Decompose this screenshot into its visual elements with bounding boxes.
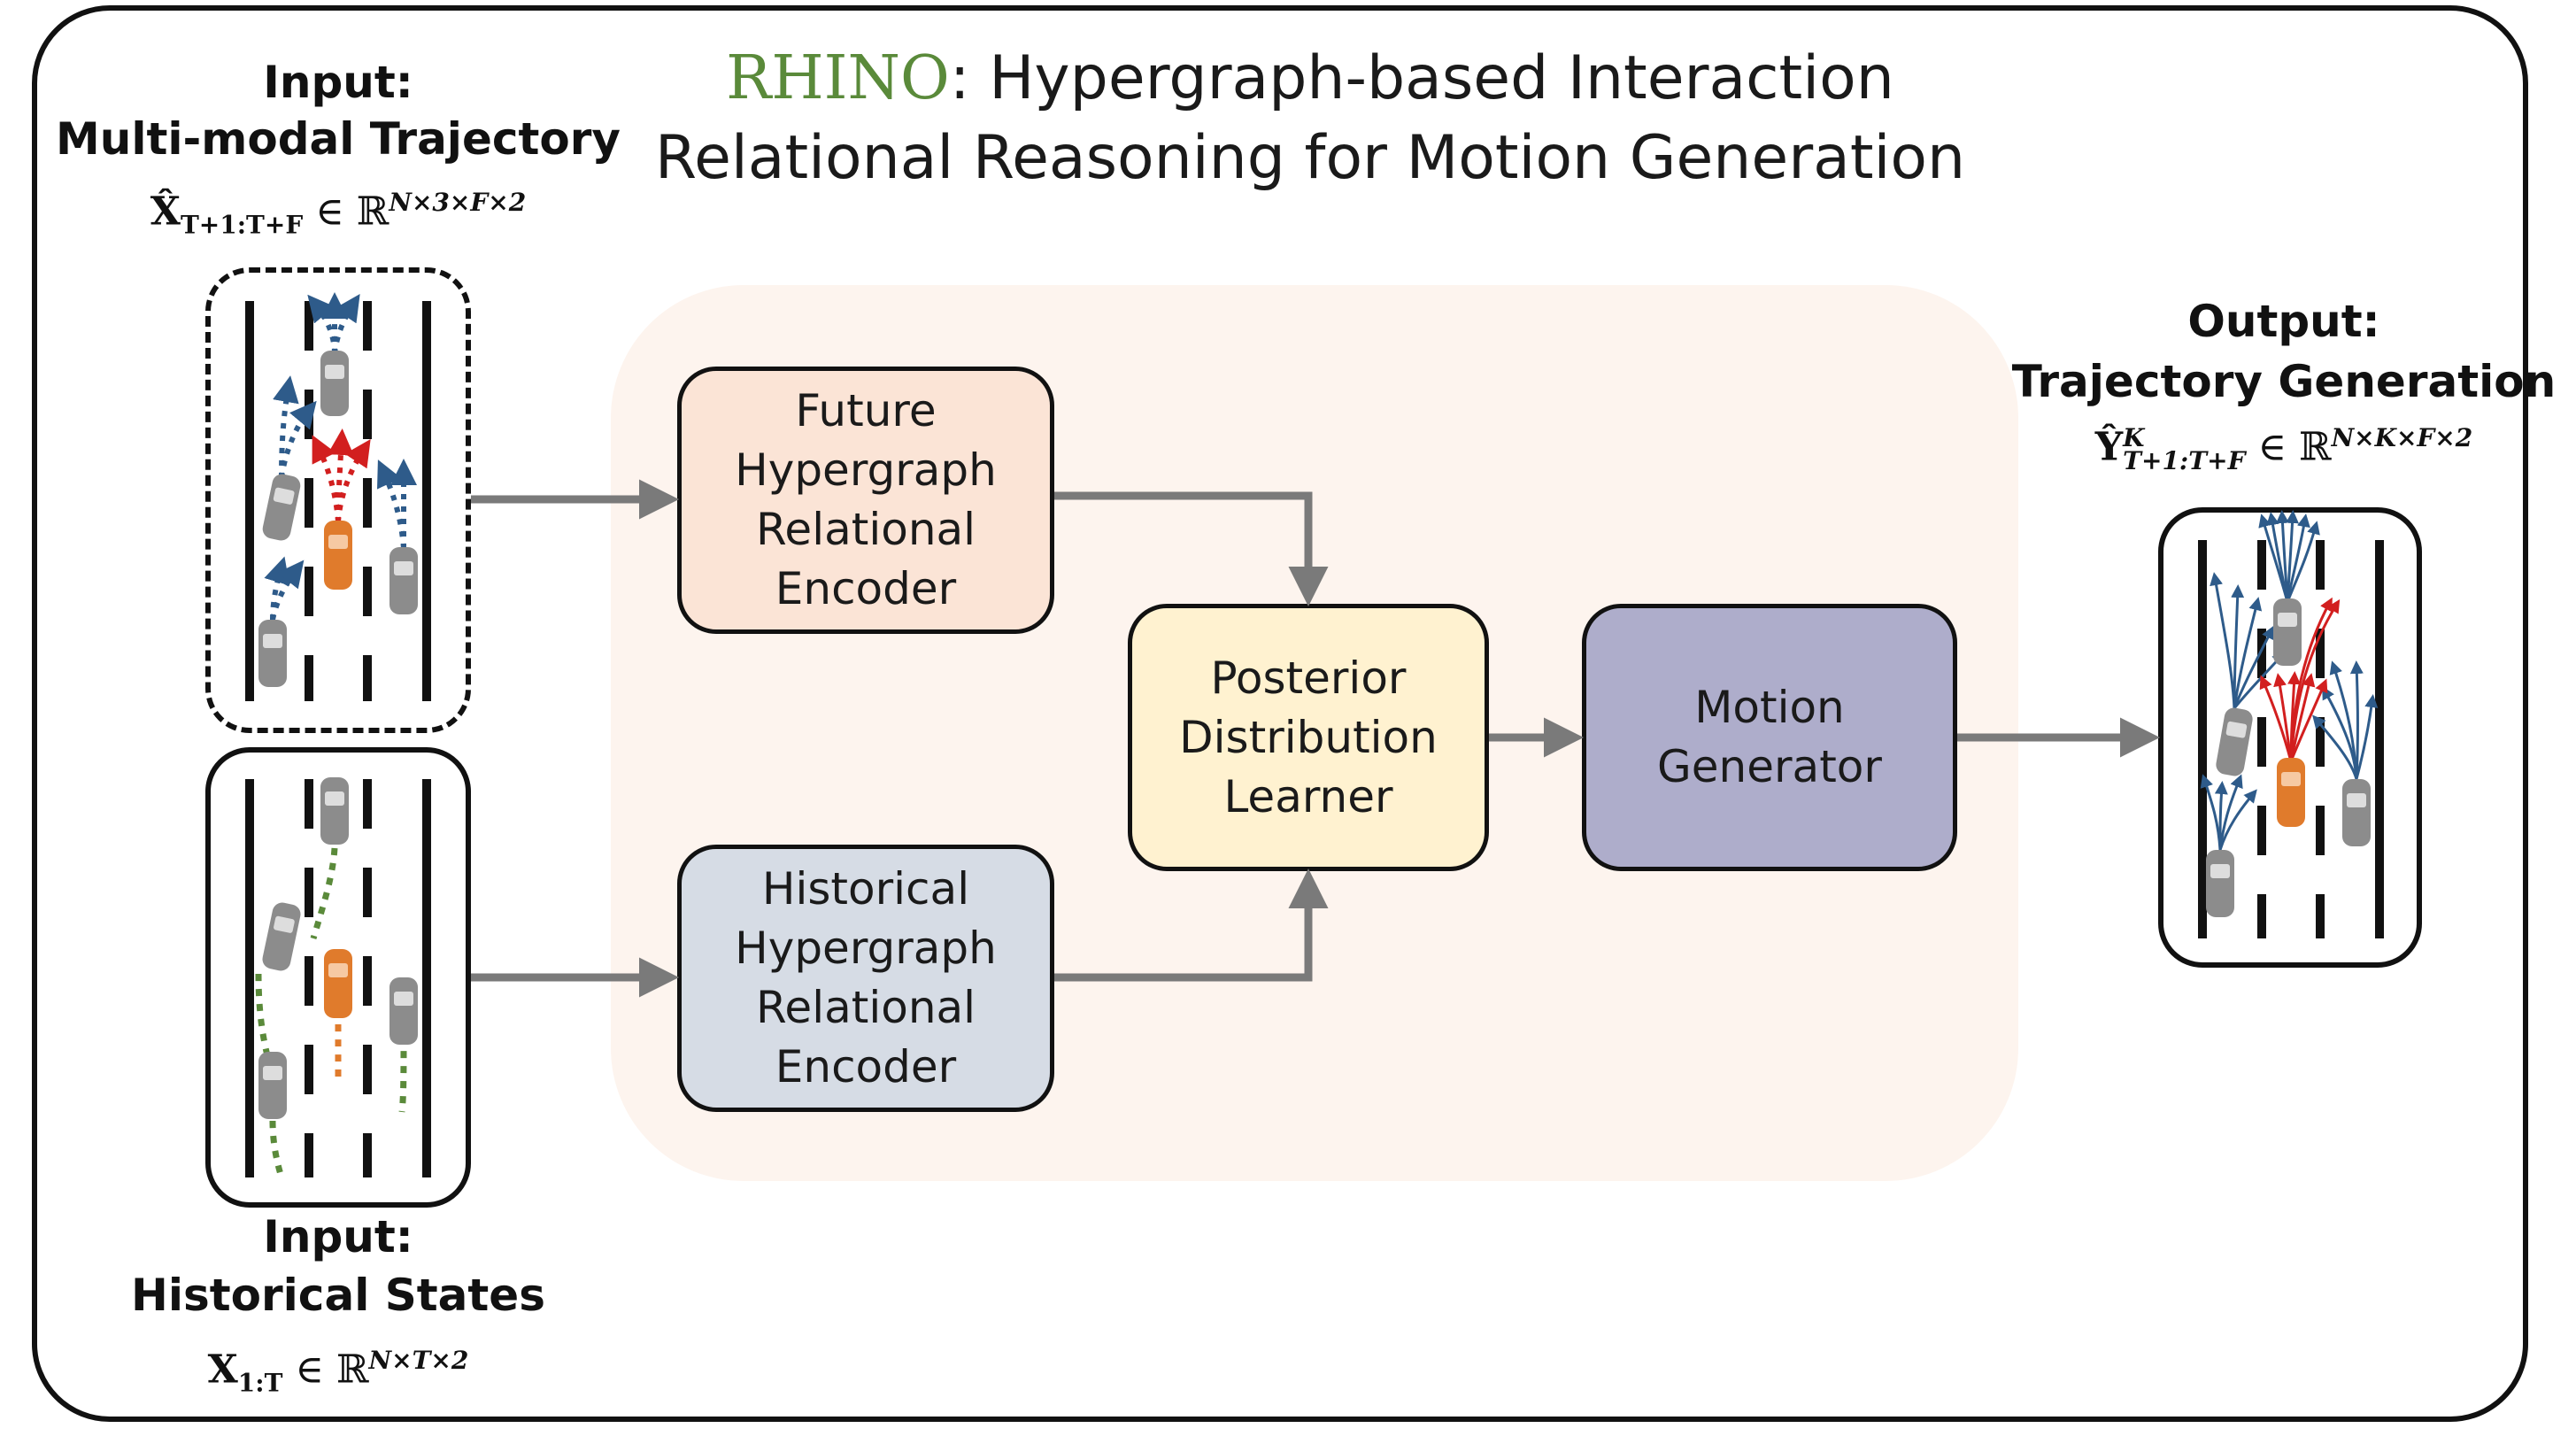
future-hypergraph-encoder-box: Future Hypergraph Relational Encoder [677, 367, 1054, 634]
output-heading: Output: [2187, 296, 2380, 347]
diagram-title: RHINO: Hypergraph-based Interaction [584, 39, 2036, 119]
output-superscript: N×K×F×2 [2331, 423, 2473, 452]
future-symbol: X̂ [150, 189, 181, 235]
history-input-subheading: Historical States [131, 1270, 545, 1321]
historical-states-scene [205, 747, 471, 1208]
output-superscript-k: K [2123, 423, 2145, 453]
future-subscript: T+1:T+F [180, 210, 304, 240]
title-brand: RHINO [726, 43, 950, 113]
history-superscript: N×T×2 [368, 1346, 469, 1375]
output-subscript: T+1:T+F [2123, 446, 2246, 476]
posterior-distribution-learner-box: Posterior Distribution Learner [1128, 604, 1489, 871]
output-subheading: Trajectory Generation [2011, 356, 2557, 407]
title-line1: : Hypergraph-based Interaction [949, 43, 1894, 113]
diagram-title-line2: Relational Reasoning for Motion Generati… [654, 123, 1966, 193]
future-input-heading: Input: [263, 57, 413, 108]
output-element-of: ∈ ℝ [2257, 424, 2332, 470]
historical-hypergraph-encoder-box: Historical Hypergraph Relational Encoder [677, 845, 1054, 1112]
future-superscript: N×3×F×2 [389, 188, 527, 217]
history-element-of: ∈ ℝ [295, 1347, 369, 1393]
history-symbol: X [207, 1347, 238, 1393]
history-subscript: 1:T [237, 1368, 283, 1398]
future-input-formula: X̂T+1:T+F ∈ ℝN×3×F×2 [73, 188, 604, 239]
output-trajectory-scene [2158, 507, 2422, 968]
future-input-subheading: Multi-modal Trajectory [55, 113, 621, 165]
motion-generator-box: Motion Generator [1582, 604, 1957, 871]
diagram-frame [32, 5, 2528, 1422]
history-input-formula: X1:T ∈ ℝN×T×2 [73, 1346, 604, 1397]
future-element-of: ∈ ℝ [315, 189, 389, 235]
output-symbol: Ŷ [2094, 424, 2124, 470]
future-trajectory-scene [205, 267, 471, 733]
history-input-heading: Input: [263, 1211, 413, 1262]
